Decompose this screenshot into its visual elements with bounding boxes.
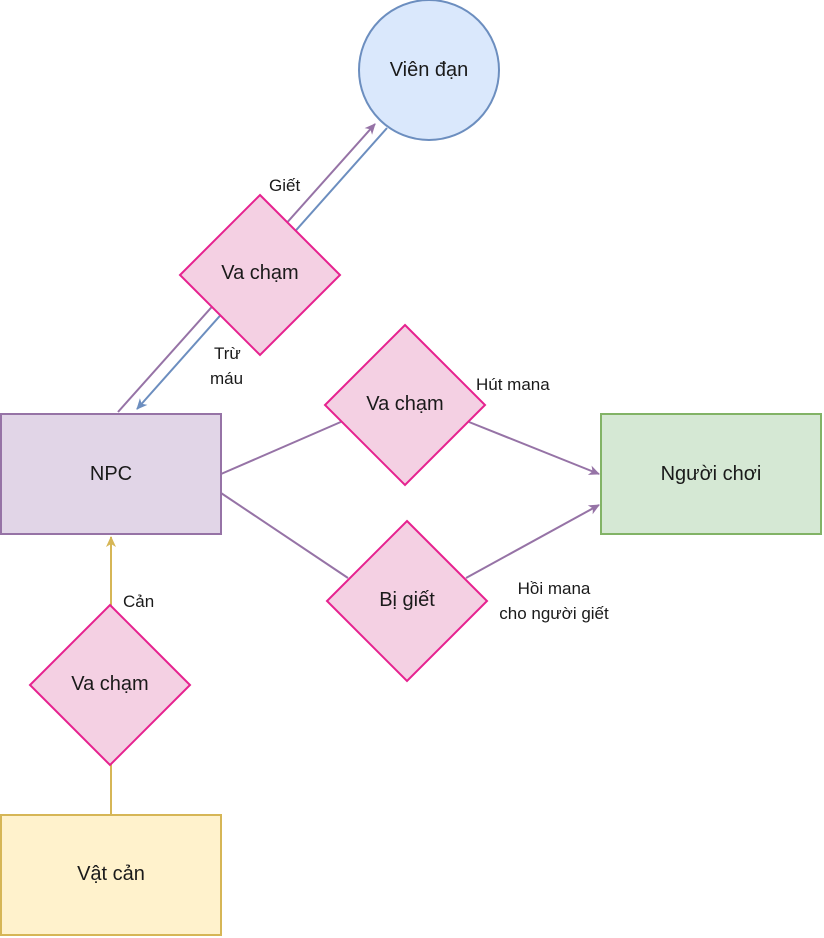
node-killed: Bị giết: [325, 519, 489, 683]
node-player-label: Người chơi: [661, 463, 762, 485]
node-bullet-label: Viên đạn: [390, 59, 469, 81]
label-restore-line1: Hồi mana: [518, 579, 591, 598]
node-npc-label: NPC: [90, 463, 132, 485]
label-block: Cản: [123, 592, 154, 611]
edge-npc-to-collide: [220, 420, 344, 475]
edge-npc-to-killed: [220, 492, 349, 579]
node-killed-label: Bị giết: [379, 589, 435, 611]
edge-killed-to-player: [465, 504, 600, 579]
node-obstacle-label: Vật cản: [77, 863, 145, 885]
label-kill: Giết: [269, 176, 300, 195]
label-hp-line1: Trừ: [214, 344, 241, 363]
node-collide-mid: Va chạm: [323, 323, 487, 487]
label-hp-line2: máu: [210, 369, 243, 388]
node-npc: NPC: [0, 413, 222, 535]
edge-collide-to-player: [468, 421, 600, 475]
node-obstacle: Vật cản: [0, 814, 222, 936]
node-bullet: Viên đạn: [358, 0, 500, 141]
node-player: Người chơi: [600, 413, 822, 535]
label-drain-mana: Hút mana: [476, 375, 550, 394]
node-collide-mid-label: Va chạm: [366, 393, 443, 415]
node-collide-top-label: Va chạm: [221, 262, 298, 284]
edge-labels: Giết Trừ máu Hút mana Hồi mana cho người…: [123, 176, 609, 623]
node-collide-bottom: Va chạm: [28, 603, 192, 767]
node-collide-top: Va chạm: [178, 193, 342, 357]
label-restore-line2: cho người giết: [499, 604, 609, 623]
node-collide-bottom-label: Va chạm: [71, 673, 148, 695]
